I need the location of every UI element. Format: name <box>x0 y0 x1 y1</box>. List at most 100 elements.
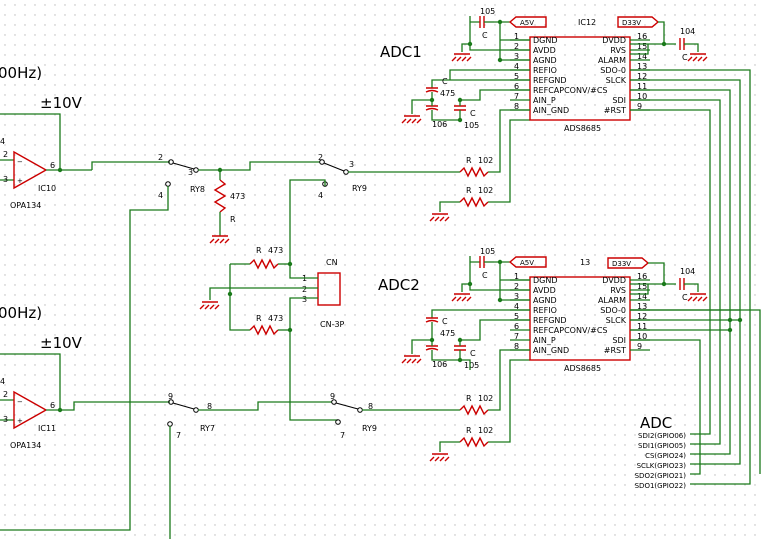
adc2-right-pin-num: 12 <box>637 312 647 321</box>
adc2-left-pin-num: 2 <box>514 282 519 291</box>
resistor-102-2 <box>459 196 489 208</box>
ry9a-pin3: 3 <box>349 160 354 169</box>
ic10-label: IC10 <box>38 184 56 193</box>
bus-signal-label: SDO1(GPIO22) <box>635 482 687 490</box>
adc1-left-pin-name: DGND <box>533 36 558 45</box>
opamp-pin4-top: 4 <box>0 137 5 146</box>
adc2-right-pin-num: 14 <box>637 292 647 301</box>
r102-2-value: 102 <box>478 186 493 195</box>
adc2-left-pin-name: REFIO <box>533 306 557 315</box>
adc2-left-pin-num: 7 <box>514 332 519 341</box>
resistor-102-1 <box>459 166 489 178</box>
adc1-right-pin-name: RVS <box>610 46 626 55</box>
adc1-c105-name: C <box>470 109 476 118</box>
ry9b-pin8: 8 <box>368 402 373 411</box>
a5v-flag-adc1 <box>508 16 547 28</box>
adc1-cap-right-name: C <box>682 53 688 62</box>
adc1-right-pin-name: SLCK <box>606 76 627 85</box>
adc1-part-label: ADS8685 <box>564 124 601 133</box>
ground-icon <box>209 235 230 244</box>
adc1-a5v: A5V <box>520 19 534 27</box>
adc1-left-pin-name: AIN_P <box>533 96 556 105</box>
supply-label-top: ±10V <box>40 94 83 112</box>
ry7-label: RY7 <box>200 424 215 433</box>
adc1-left-pin-name: REFCAPCONV/#CS <box>533 86 608 95</box>
opamp-pin4-bottom: 4 <box>0 377 5 386</box>
adc2-cap-top-name: C <box>482 271 488 280</box>
resistor-value-473: 473 <box>230 192 245 201</box>
adc2-left-pin-num: 3 <box>514 292 519 301</box>
freq-label-top: 00Hz) <box>0 64 42 82</box>
ry9b-pin9: 9 <box>330 392 335 401</box>
adc1-right-pin-name: ALARM <box>598 56 626 65</box>
ry9a-pin4: 4 <box>318 191 323 200</box>
adc-bus-labels: ADC SDI2(GPIO06)SDI1(GPIO05)CS(GPIO24)SC… <box>635 414 687 490</box>
d33v-flag-adc1 <box>617 16 660 28</box>
ry9b-pin7: 7 <box>340 431 345 440</box>
ry9a-label: RY9 <box>352 184 367 193</box>
adc1-right-pins: 16DVDD15RVS14ALARM13SDO-012SLCK1110SDI9#… <box>598 32 650 115</box>
r102-1-name: R <box>466 156 472 165</box>
adc2-left-pin-name: AIN_P <box>533 336 556 345</box>
adc2-cap-top-val: 105 <box>480 247 495 256</box>
capacitor-475-adc1 <box>425 87 439 93</box>
adc2-right-pin-num: 15 <box>637 282 647 291</box>
ry8-pin4: 4 <box>158 191 163 200</box>
r102-2-name: R <box>466 186 472 195</box>
r102-3-name: R <box>466 394 472 403</box>
adc1-left-pin-num: 5 <box>514 72 519 81</box>
opamp-pin3-label: 3 <box>3 175 8 184</box>
resistor-name-r-bottom: R <box>256 314 262 323</box>
ry8-label: RY8 <box>190 185 205 194</box>
bus-signal-label: SCLK(GPIO23) <box>637 462 687 470</box>
adc1-c106-val: 106 <box>432 120 447 129</box>
adc2-left-pin-num: 1 <box>514 272 519 281</box>
resistor-value-473-top: 473 <box>268 246 283 255</box>
adc1-left-pin-name: REFIO <box>533 66 557 75</box>
opa134-label-top: OPA134 <box>10 201 41 210</box>
adc2-cap-right-name: C <box>682 293 688 302</box>
opamp-b-pin2-label: 2 <box>3 390 8 399</box>
adc1-ic-label: IC12 <box>578 18 596 27</box>
adc2-chip <box>529 276 631 361</box>
adc1-right-pin-num: 10 <box>637 92 647 101</box>
adc1-left-pin-name: REFGND <box>533 76 567 85</box>
opamp-ic10-symbol <box>13 150 48 190</box>
adc2-c105-val: 105 <box>464 361 479 370</box>
adc1-right-pin-name: #RST <box>604 106 626 115</box>
digital-bus-wires <box>630 69 761 485</box>
cn-part: CN-3P <box>320 320 345 329</box>
resistor-102-4 <box>459 436 489 448</box>
adc2-title: ADC2 <box>378 276 420 294</box>
ground-icon <box>401 115 422 124</box>
adc1-right-pin-name: SDO-0 <box>600 66 626 75</box>
adc1-d33v: D33V <box>622 19 641 27</box>
resistors-102: R 102 R 102 R 102 R 102 <box>429 109 530 462</box>
capacitor-475-adc2 <box>425 317 439 323</box>
adc1-right-pin-num: 13 <box>637 62 647 71</box>
a5v-flag-adc2 <box>508 256 547 268</box>
ground-icon <box>429 453 450 462</box>
opamp-ic10-section: 00Hz) ±10V 4 2 3 − + 6 IC10 OPA134 <box>0 64 92 210</box>
adc1-left-pin-name: AGND <box>533 56 557 65</box>
svg-text:+: + <box>17 177 23 185</box>
adc2-right-pin-name: RVS <box>610 286 626 295</box>
resistor-value-473-bottom: 473 <box>268 314 283 323</box>
adc1-chip <box>529 36 631 121</box>
adc2-cap-right-val: 104 <box>680 267 695 276</box>
relay-ry7: 9 8 7 RY7 <box>167 392 332 539</box>
adc1-left-pin-num: 6 <box>514 82 519 91</box>
resistor-r473-ry8 <box>213 179 227 213</box>
ground-icon <box>199 301 220 310</box>
adc1-left-pin-num: 1 <box>514 32 519 41</box>
ry8-pin3: 3 <box>188 168 193 177</box>
ground-icon <box>401 355 422 364</box>
opamp-b-pin6-label: 6 <box>50 401 55 410</box>
resistor-r473-bottom <box>249 324 279 336</box>
adc1-left-pin-name: AIN_GND <box>533 106 569 115</box>
opamp-ic11-section: 00Hz) ±10V 4 2 3 − + 6 IC11 OPA134 <box>0 304 170 450</box>
adc1-right-pin-num: 14 <box>637 52 647 61</box>
r102-4-value: 102 <box>478 426 493 435</box>
supply-label-bottom: ±10V <box>40 334 83 352</box>
